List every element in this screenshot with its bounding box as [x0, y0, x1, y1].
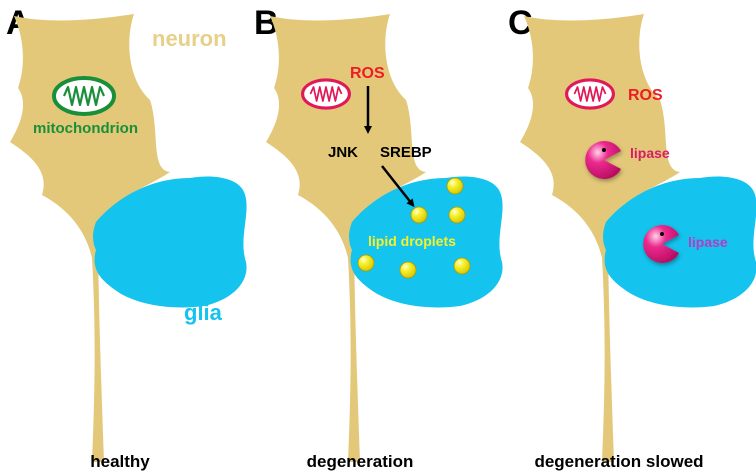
lipid-droplet — [410, 206, 428, 224]
panel-c: C ROS lipase lipase degeneration slowed — [508, 4, 756, 471]
lipid-droplet — [357, 254, 375, 272]
panel-b: B ROS JNK SREBP lipid droplets degenerat… — [254, 4, 503, 471]
lipid-droplets-group — [357, 177, 471, 279]
caption-a: healthy — [90, 452, 150, 471]
ros-label: ROS — [350, 65, 385, 82]
glia-label: glia — [184, 300, 223, 325]
lipase-glia-icon — [643, 225, 679, 263]
mitochondrion-icon — [301, 78, 351, 110]
caption-b: degeneration — [307, 452, 414, 471]
jnk-label: JNK — [328, 144, 358, 161]
lipid-droplet — [399, 261, 417, 279]
mitochondrion-label: mitochondrion — [33, 120, 138, 137]
neuron-label: neuron — [152, 26, 227, 51]
srebp-to-droplets-arrow — [381, 165, 415, 208]
mitochondrion-icon — [52, 76, 116, 116]
lipase-neuron-label: lipase — [630, 145, 670, 161]
mitochondrion-icon — [565, 78, 615, 110]
lipid-droplet — [448, 206, 466, 224]
srebp-label: SREBP — [380, 144, 432, 161]
lipase-glia-label: lipase — [688, 234, 728, 250]
lipase-neuron-icon — [585, 141, 621, 179]
ros-label: ROS — [628, 87, 663, 104]
lipid-droplet — [453, 257, 471, 275]
caption-c: degeneration slowed — [534, 452, 703, 471]
panel-a: A neuron mitochondrion glia healthy — [6, 4, 247, 471]
lipid-droplets-label: lipid droplets — [368, 233, 456, 249]
lipid-droplet — [446, 177, 464, 195]
